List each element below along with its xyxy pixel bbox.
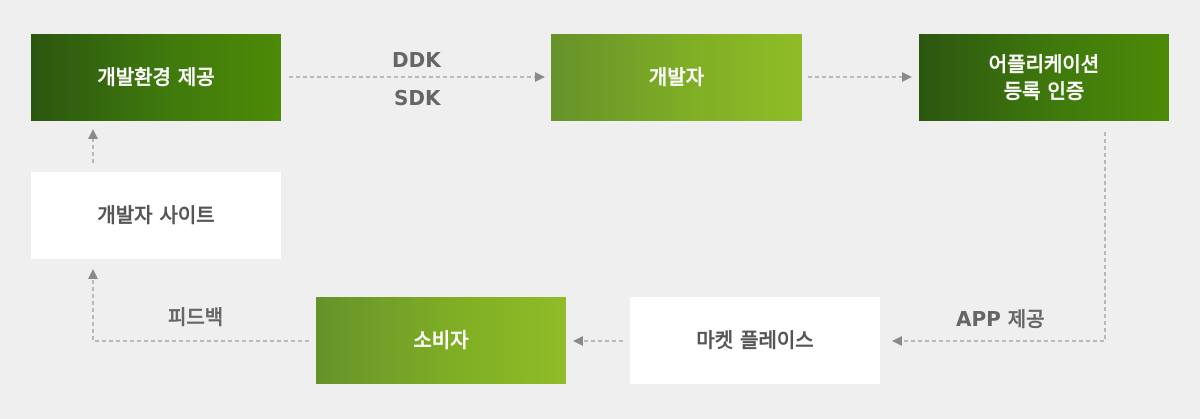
node-marketplace-label: 마켓 플레이스 — [696, 328, 814, 352]
edge-label-ddk: DDK — [392, 48, 441, 72]
edge-label-feedback: 피드백 — [168, 305, 224, 329]
node-consumer: 소비자 — [316, 297, 566, 384]
arrow-consumer-to-dev-site — [88, 269, 309, 342]
arrow-app-cert-to-marketplace — [892, 132, 1106, 346]
edge-label-app-provide: APP 제공 — [956, 307, 1045, 331]
node-dev-env: 개발환경 제공 — [31, 34, 281, 121]
edge-label-sdk: SDK — [394, 86, 441, 110]
node-dev-site: 개발자 사이트 — [31, 172, 281, 259]
node-consumer-label: 소비자 — [413, 328, 469, 352]
node-dev-site-label: 개발자 사이트 — [97, 203, 215, 227]
node-developer: 개발자 — [551, 34, 802, 121]
node-developer-label: 개발자 — [648, 65, 705, 89]
node-marketplace: 마켓 플레이스 — [630, 297, 880, 384]
node-app-cert-label-line1: 어플리케이션 — [988, 51, 1100, 76]
node-app-cert-label-line2: 등록 인증 — [1003, 78, 1085, 103]
node-dev-env-label: 개발환경 제공 — [97, 65, 215, 89]
node-app-cert: 어플리케이션 등록 인증 — [919, 34, 1169, 121]
